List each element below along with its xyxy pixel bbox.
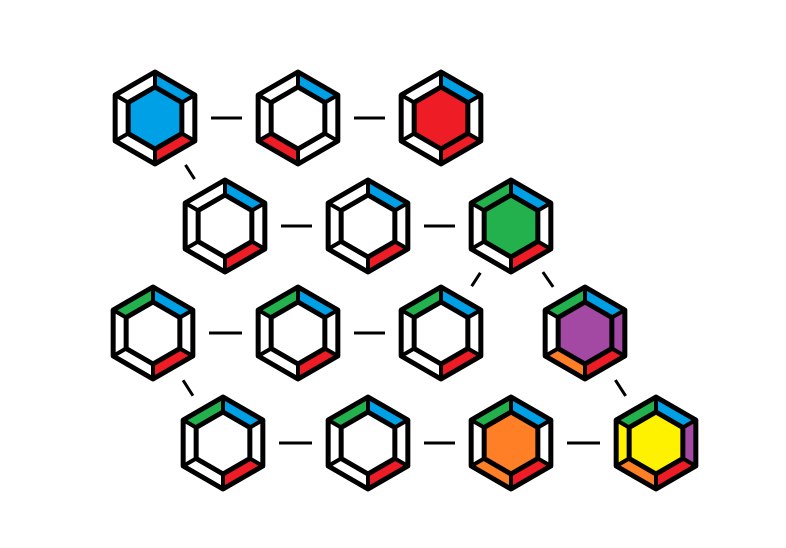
connector-lines: [181, 116, 627, 445]
hex-center-empty: [268, 299, 328, 367]
hex-center-red: [411, 84, 471, 152]
hexagon-r4c2: [325, 394, 411, 492]
hexagon-nodes: [110, 69, 699, 492]
hex-center-purple: [555, 299, 615, 367]
hexagon-r4c1: [180, 394, 266, 492]
hexagon-r1c3: [398, 69, 484, 167]
hex-center-empty: [195, 192, 255, 260]
hex-edge-left-yellow: [616, 420, 630, 466]
connector-r2c3-r3c4: [541, 271, 555, 288]
hex-center-blue: [125, 84, 185, 152]
connector-r2c3-r3c3: [470, 272, 482, 287]
hex-center-orange: [481, 409, 541, 477]
hexagon-r3c4: [542, 284, 628, 382]
hex-center-empty: [338, 409, 398, 477]
hex-center-empty: [123, 299, 183, 367]
connector-r1c1-r2c1: [184, 164, 196, 180]
hexagon-r3c1: [110, 284, 196, 382]
connector-r3c4-r4c4: [614, 379, 627, 397]
hexagon-r2c2: [325, 177, 411, 275]
hexagon-r3c2: [255, 284, 341, 382]
hex-edge-right-purple: [611, 310, 625, 356]
hex-edge-right-purple: [682, 420, 696, 466]
hexagon-r1c2: [255, 69, 341, 167]
hexagon-r1c1: [112, 69, 198, 167]
hexagon-r4c3: [468, 394, 554, 492]
connector-r3c1-r4c1: [181, 379, 195, 397]
hexagon-r2c1: [182, 177, 268, 275]
hex-center-empty: [268, 84, 328, 152]
hex-center-empty: [411, 299, 471, 367]
hex-center-yellow: [626, 409, 686, 477]
hexagon-r3c3: [398, 284, 484, 382]
hexagon-r4c4: [613, 394, 699, 492]
hex-center-green: [481, 192, 541, 260]
hexagon-r2c3: [468, 177, 554, 275]
hex-center-empty: [193, 409, 253, 477]
hex-center-empty: [338, 192, 398, 260]
